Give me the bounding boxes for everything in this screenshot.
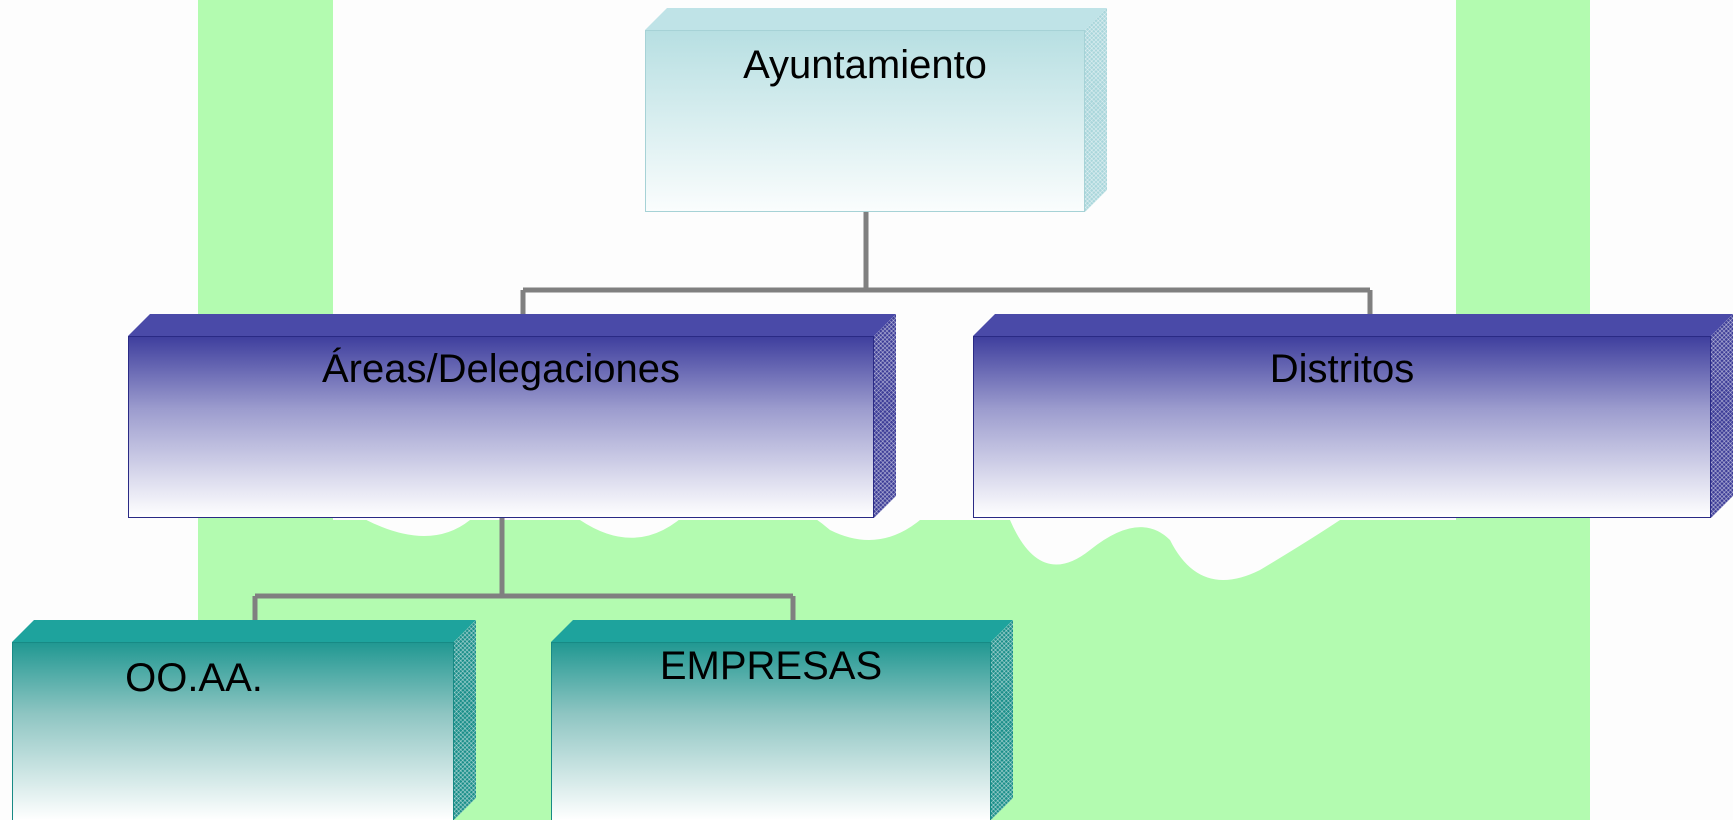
org-node-areas-delegaciones-label: Áreas/Delegaciones — [322, 347, 680, 391]
org-node-empresas-label: EMPRESAS — [659, 644, 883, 688]
org-node-ooaa: OO.AA. — [12, 620, 476, 820]
org-node-root: Ayuntamiento — [645, 8, 1107, 212]
org-node-empresas: EMPRESAS — [551, 620, 1013, 820]
org-node-distritos: Distritos — [973, 314, 1733, 518]
org-node-ooaa-label: OO.AA. — [125, 656, 263, 700]
org-node-root-label: Ayuntamiento — [743, 43, 987, 87]
org-node-areas-delegaciones: Áreas/Delegaciones — [128, 314, 896, 518]
org-node-distritos-label: Distritos — [1269, 347, 1415, 391]
